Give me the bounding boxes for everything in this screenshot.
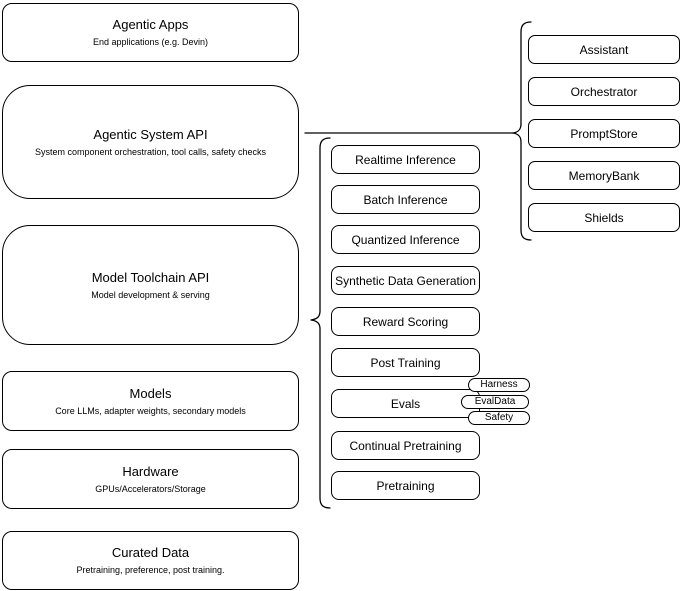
node-pretraining: Pretraining [331,471,480,500]
node-curated-data: Curated Data Pretraining, preference, po… [2,531,299,590]
node-label: Shields [584,210,624,225]
node-subtitle: GPUs/Accelerators/Storage [95,483,206,494]
tag-harness: Harness [468,378,530,392]
node-subtitle: System component orchestration, tool cal… [34,146,267,157]
node-subtitle: End applications (e.g. Devin) [92,37,209,47]
node-title: Agentic Apps [112,17,189,32]
node-title: Model Toolchain API [91,269,210,285]
node-label: Post Training [370,355,441,370]
node-post-training: Post Training [331,348,480,377]
node-title: Agentic System API [93,126,208,142]
node-models: Models Core LLMs, adapter weights, secon… [2,371,299,431]
node-agentic-apps: Agentic Apps End applications (e.g. Devi… [2,3,299,62]
node-title: Models [129,385,172,401]
node-evals: Evals [331,389,480,418]
node-label: PromptStore [570,126,638,141]
node-label: Realtime Inference [355,152,456,167]
tag-label: Safety [484,412,514,423]
node-quantized-inference: Quantized Inference [331,225,480,254]
node-title: Curated Data [111,545,190,560]
node-model-toolchain-api: Model Toolchain API Model development & … [2,225,299,345]
node-label: Quantized Inference [351,232,460,247]
tag-label: Harness [480,379,518,390]
node-synthetic-data-generation: Synthetic Data Generation [331,266,480,295]
node-hardware: Hardware GPUs/Accelerators/Storage [2,449,299,509]
node-continual-pretraining: Continual Pretraining [331,431,480,460]
node-subtitle: Model development & serving [91,289,210,300]
node-memorybank: MemoryBank [528,161,680,190]
node-promptstore: PromptStore [528,119,680,148]
node-orchestrator: Orchestrator [528,77,680,106]
node-subtitle: Pretraining, preference, post training. [76,565,225,575]
node-batch-inference: Batch Inference [331,185,480,214]
node-label: MemoryBank [568,168,640,183]
node-assistant: Assistant [528,35,680,64]
node-label: Continual Pretraining [349,438,462,453]
node-reward-scoring: Reward Scoring [331,307,480,336]
node-label: Reward Scoring [362,314,449,329]
node-agentic-system-api: Agentic System API System component orch… [2,85,299,199]
node-shields: Shields [528,203,680,232]
node-subtitle: Core LLMs, adapter weights, secondary mo… [55,405,246,416]
node-realtime-inference: Realtime Inference [331,145,480,174]
node-label: Evals [390,396,421,411]
node-label: Batch Inference [363,192,448,207]
tag-safety: Safety [468,411,530,425]
tag-evaldata: EvalData [461,395,529,409]
node-title: Hardware [122,463,179,479]
node-label: Assistant [579,42,629,57]
node-label: Pretraining [376,478,435,493]
tag-label: EvalData [474,396,516,407]
node-label: Orchestrator [570,84,638,99]
brace-toolchain [310,137,331,509]
node-label: Synthetic Data Generation [335,273,476,288]
brace-system-components [512,21,532,241]
